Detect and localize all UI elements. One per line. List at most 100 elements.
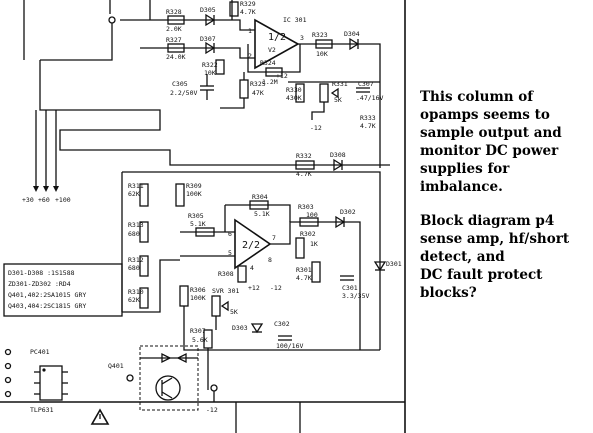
r306-resistor bbox=[179, 285, 189, 307]
d305-label: D305 bbox=[200, 6, 216, 14]
r303-value: 100 bbox=[306, 211, 318, 219]
pin-4: 4 bbox=[250, 264, 254, 272]
pin-1: 1 bbox=[248, 27, 252, 35]
r325-value: 47K bbox=[252, 89, 264, 97]
r313-resistor bbox=[139, 221, 149, 243]
wire-bottom-rail bbox=[183, 306, 380, 351]
warning-icon bbox=[90, 408, 110, 425]
r331-resistor bbox=[319, 83, 329, 103]
q401-transistor bbox=[155, 375, 181, 401]
r331-label: R331 bbox=[332, 80, 348, 88]
r307-value: 5.6K bbox=[192, 336, 208, 344]
r305-resistor bbox=[195, 227, 215, 237]
d305-diode bbox=[205, 13, 216, 27]
r331-wiper bbox=[330, 87, 339, 99]
bottom-minus12: -12 bbox=[206, 406, 218, 414]
r324-value: 1.2M bbox=[262, 78, 278, 86]
d304-label: D304 bbox=[344, 30, 360, 38]
r322-resistor bbox=[215, 59, 225, 75]
r306-label: R306 bbox=[190, 286, 206, 294]
notes-line-1: D301-D308 :1S1588 bbox=[8, 269, 75, 277]
r303-resistor bbox=[299, 217, 319, 227]
supply-label-60: +60 bbox=[38, 196, 50, 204]
r308-label: R308 bbox=[218, 270, 234, 278]
r333-value: 4.7K bbox=[360, 122, 376, 130]
mid-minus12: -12 bbox=[270, 284, 282, 292]
svr301-pot bbox=[211, 295, 221, 317]
r322-label: R322 bbox=[202, 61, 218, 69]
r328-value: 2.0K bbox=[166, 25, 182, 33]
pin-5: 5 bbox=[228, 249, 232, 257]
r323-label: R323 bbox=[312, 31, 328, 39]
c305-label: C305 bbox=[172, 80, 188, 88]
r310-value: 62K bbox=[128, 296, 140, 304]
supply-label-100: +100 bbox=[55, 196, 71, 204]
notes-line-3: Q401,402:2SA1015 GRY bbox=[8, 291, 86, 299]
d302-label: D302 bbox=[340, 208, 356, 216]
c302-value: 100/16V bbox=[276, 342, 303, 350]
pin-8: 8 bbox=[268, 256, 272, 264]
r332-label: R332 bbox=[296, 152, 312, 160]
r323-resistor bbox=[315, 39, 333, 49]
pc401-label: PC401 bbox=[30, 348, 50, 356]
d302-diode bbox=[335, 215, 346, 229]
c307-label: C307 bbox=[358, 80, 374, 88]
terminal-top-left bbox=[108, 16, 116, 24]
top-opamp-section: 1/2 V2 IC 301 1 2 3 R328 2.0K R329 4.7K … bbox=[40, 0, 383, 168]
r329-resistor bbox=[229, 1, 239, 17]
c302-label: C302 bbox=[274, 320, 290, 328]
d308-diode bbox=[333, 158, 344, 172]
r303-label: R303 bbox=[298, 203, 314, 211]
r330-resistor bbox=[295, 83, 305, 103]
r329-value: 4.7K bbox=[240, 8, 256, 16]
r331-value: 5K bbox=[334, 96, 342, 104]
r325-label: R325 bbox=[250, 80, 266, 88]
wire-top-1 bbox=[140, 19, 255, 31]
r304-value: 5.1K bbox=[254, 210, 270, 218]
opamp-v2-label: 1/2 bbox=[268, 32, 286, 43]
ic301-label: IC 301 bbox=[283, 16, 307, 24]
d304-diode bbox=[349, 37, 360, 51]
r329-label: R329 bbox=[240, 0, 256, 8]
r305-label: R305 bbox=[188, 212, 204, 220]
r330-value: 430K bbox=[286, 94, 302, 102]
svr301-value: 5K bbox=[230, 308, 238, 316]
c307-value: .47/16V bbox=[356, 94, 383, 102]
svr301-label: SVR 301 bbox=[212, 287, 239, 295]
r309-value: 100K bbox=[186, 190, 202, 198]
d307-label: D307 bbox=[200, 35, 216, 43]
d303-diode bbox=[250, 323, 264, 334]
pin-3: 3 bbox=[300, 34, 304, 42]
r304-resistor bbox=[249, 200, 269, 210]
r306-value: 100K bbox=[190, 294, 206, 302]
r311-label: R311 bbox=[128, 182, 144, 190]
r311-value: 62K bbox=[128, 190, 140, 198]
wire-top-2 bbox=[140, 47, 255, 59]
r313-label: R313 bbox=[128, 221, 144, 229]
r310-resistor bbox=[139, 287, 149, 309]
pin-2: 2 bbox=[248, 52, 252, 60]
wire-mid-route bbox=[39, 60, 255, 166]
supply-label-30: +30 bbox=[22, 196, 34, 204]
opamp-v2-symbol bbox=[254, 18, 300, 70]
middle-section: R332 4.7K D308 +30 +60 +100 bbox=[22, 0, 390, 204]
annotation-paragraph-2: Block diagram p4 sense amp, hf/short det… bbox=[420, 213, 570, 301]
r305-value: 5.1K bbox=[190, 220, 206, 228]
d301-diode bbox=[373, 261, 387, 272]
parts-notes-box: D301-D308 :1S1588 ZD301-ZD302 :RD4 Q401,… bbox=[3, 263, 123, 317]
r313-value: 680 bbox=[128, 230, 140, 238]
opamp-2-2-label: 2/2 bbox=[242, 240, 260, 251]
schematic-diagram: 1/2 V2 IC 301 1 2 3 R328 2.0K R329 4.7K … bbox=[0, 0, 406, 433]
notes-box-frame bbox=[3, 263, 123, 317]
r328-label: R328 bbox=[166, 8, 182, 16]
r302-label: R302 bbox=[300, 230, 316, 238]
r332-resistor bbox=[295, 160, 315, 170]
r301-value: 4.7K bbox=[296, 274, 312, 282]
svr301-wiper bbox=[220, 300, 229, 312]
d303-label: D303 bbox=[232, 324, 248, 332]
mid-plus12: +12 bbox=[248, 284, 260, 292]
wire-top-rail bbox=[122, 171, 381, 350]
r312-label: R312 bbox=[128, 256, 144, 264]
c301-label: C301 bbox=[342, 284, 358, 292]
c301-value: 3.3/35V bbox=[342, 292, 369, 300]
